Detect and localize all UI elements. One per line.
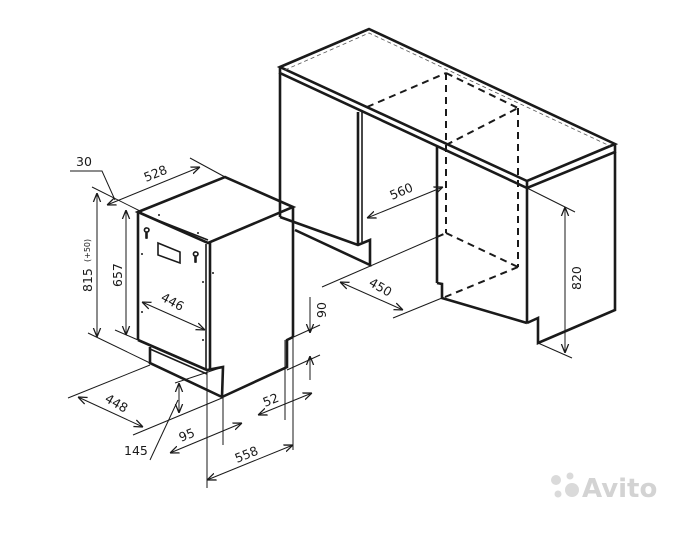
- dim-rear-offset: 52: [261, 390, 281, 410]
- avito-watermark: Avito: [551, 472, 657, 504]
- mounting-hole-icon: [143, 227, 199, 263]
- dim-total-height: 815: [80, 268, 95, 292]
- dim-door-height: 657: [110, 263, 125, 287]
- dim-plinth-height: 145: [124, 443, 148, 458]
- dim-plinth-depth: 95: [177, 425, 197, 445]
- worktop-top: [276, 27, 619, 183]
- dim-width: 448: [103, 391, 131, 416]
- dim-door-width: 446: [159, 289, 187, 313]
- screw-dots: [141, 214, 214, 341]
- dishwasher-top: [134, 175, 297, 245]
- dim-depth-bottom: 558: [233, 443, 261, 466]
- niche-outline: [366, 72, 519, 298]
- dishwasher-dimensions: 30 528 815 (+50) 657 446 448 145 95: [67, 154, 329, 488]
- control-panel-window: [157, 241, 181, 265]
- kitchen-cabinet: 560 450 820: [276, 27, 619, 359]
- dim-rear-height: 90: [314, 302, 329, 318]
- watermark-text: Avito: [582, 474, 657, 504]
- dim-niche-width: 560: [387, 180, 415, 203]
- dishwasher: [134, 175, 297, 400]
- dim-height-adjust: (+50): [83, 239, 92, 262]
- dim-niche-height: 820: [569, 266, 584, 290]
- dim-top-offset: 30: [76, 154, 92, 169]
